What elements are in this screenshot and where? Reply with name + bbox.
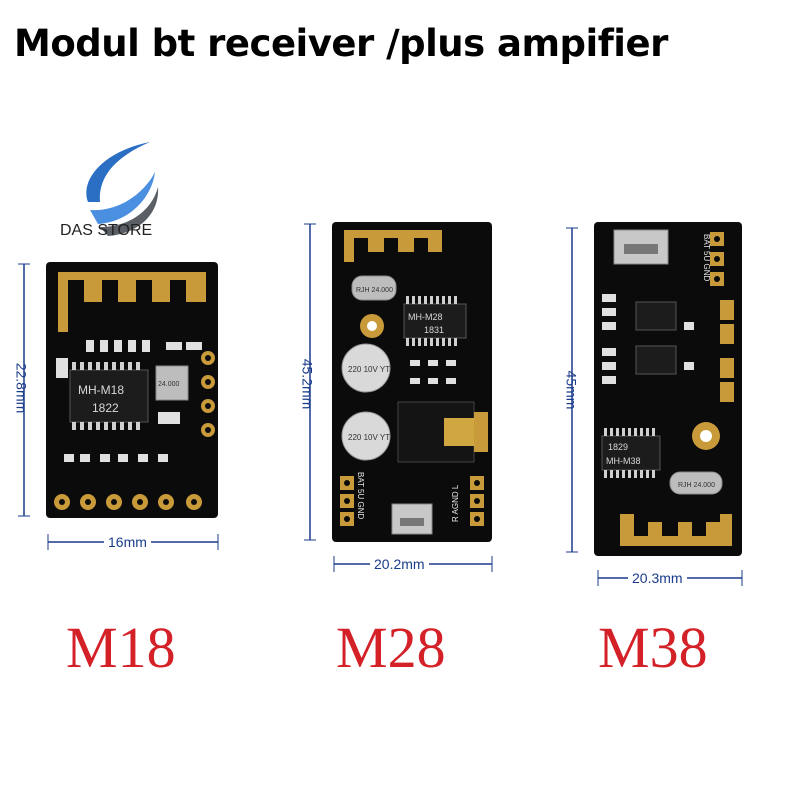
m18-crystal-label: 24.000 [158,381,180,388]
m28-cap-1-label: 220 10V YT [348,365,390,374]
m18-board: MH-M18 1822 24.000 [46,262,218,518]
m28-crystal-label: RJH 24.000 [356,287,393,294]
m38-model-label: M38 [598,615,708,680]
m28-pin-labels-right: R AGND L [451,484,460,522]
swoosh-logo-icon [86,142,159,236]
m28-pin-labels: BAT 5U GND [356,472,365,519]
m38-chip-label: MH-M38 [606,456,641,466]
m28-model-label: M28 [336,615,446,680]
m38-chip-code: 1829 [608,442,628,452]
m38-width-label: 20.3mm [628,570,687,586]
m28-dimension-lines [304,223,493,572]
m18-height-label: 22.8mm [13,362,30,414]
m38-dimension-lines [566,227,743,586]
m28-height-label: 45.2mm [299,358,316,410]
m28-chip-label: MH-M28 [408,312,443,322]
m38-crystal-label: RJH 24.000 [678,482,715,489]
m38-pin-labels: BAT 5U GND [702,234,711,281]
m18-chip-code: 1822 [92,401,119,415]
m28-chip-code: 1831 [424,325,444,335]
m18-width-label: 16mm [104,534,151,550]
m38-board: BAT 5U GND 1829 MH-M38 RJH 24.000 [594,222,742,556]
page-title: Modul bt receiver /plus ampifier [14,22,668,65]
m18-dimension-lines [18,263,219,550]
m18-model-label: M18 [66,615,176,680]
m28-cap-2-label: 220 10V YT [348,433,390,442]
store-name: DAS STORE [60,222,153,239]
m18-chip-label: MH-M18 [78,383,124,397]
m38-height-label: 45mm [563,370,580,410]
m28-board: RJH 24.000 MH-M28 1831 220 10V YT 220 10… [332,222,492,542]
m28-width-label: 20.2mm [370,556,429,572]
